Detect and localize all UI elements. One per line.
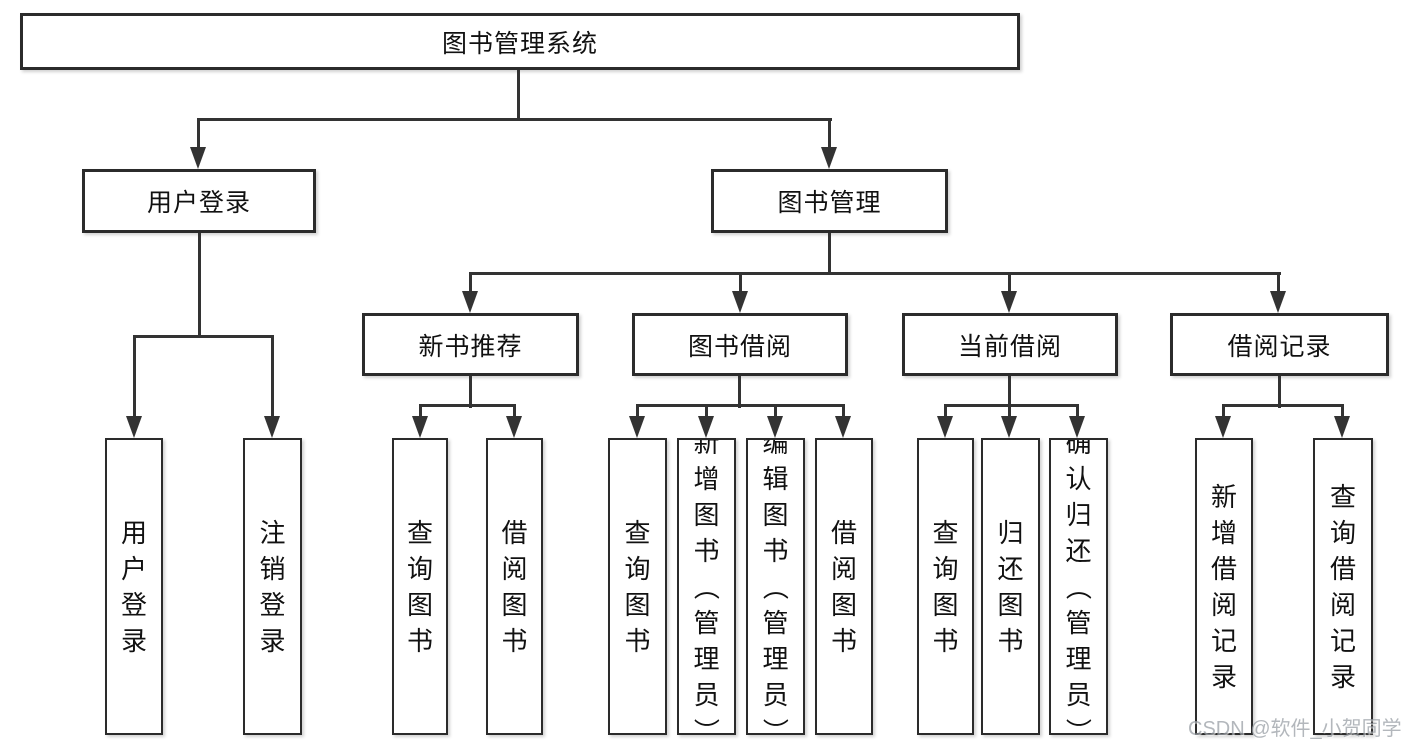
connector-user-login-hline xyxy=(133,335,274,338)
connector-book-borrow-stem xyxy=(738,376,741,408)
leaf-user-login: 用户登录 xyxy=(105,438,163,735)
connector-drop-edit-book xyxy=(774,404,777,418)
leaf-query-borrow-record: 查询借阅记录 xyxy=(1313,438,1373,735)
leaf-query-book-2-label: 查询图书 xyxy=(624,517,651,656)
connector-drop-add-record xyxy=(1222,404,1225,418)
connector-current-borrow-hline xyxy=(944,404,1079,407)
csdn-watermark: CSDN @软件_小贺同学 xyxy=(1188,718,1402,740)
leaf-query-book-2: 查询图书 xyxy=(608,438,667,735)
arrowhead-user-login xyxy=(190,147,206,169)
leaf-borrow-book-2: 借阅图书 xyxy=(815,438,873,735)
leaf-query-book-1-label: 查询图书 xyxy=(406,517,433,656)
node-borrow-record: 借阅记录 xyxy=(1170,313,1389,376)
connector-drop-query-book-1 xyxy=(419,404,422,418)
leaf-add-borrow-record: 新增借阅记录 xyxy=(1195,438,1253,735)
node-book-borrow: 图书借阅 xyxy=(632,313,848,376)
connector-drop-borrow-book-1 xyxy=(513,404,516,418)
connector-drop-current-borrow xyxy=(1008,272,1011,293)
node-new-book-recommend-label: 新书推荐 xyxy=(418,332,523,361)
connector-book-mgmt-stem xyxy=(828,233,831,274)
arrowhead-return-book xyxy=(1001,416,1017,438)
arrowhead-query-book-1 xyxy=(412,416,428,438)
arrowhead-add-book xyxy=(698,416,714,438)
connector-drop-add-book xyxy=(705,404,708,418)
connector-book-borrow-hline xyxy=(636,404,845,407)
connector-drop-leaf-logout xyxy=(271,335,274,418)
leaf-confirm-return-admin: 确认归还（管理员） xyxy=(1049,438,1108,735)
connector-new-book-hline xyxy=(419,404,516,407)
leaf-edit-book-admin-label: 编辑图书（管理员） xyxy=(760,440,791,733)
leaf-return-book-label: 归还图书 xyxy=(997,517,1024,656)
connector-drop-query-record xyxy=(1341,404,1344,418)
connector-user-login-stem xyxy=(198,233,201,337)
connector-drop-query-book-3 xyxy=(944,404,947,418)
leaf-borrow-book-2-label: 借阅图书 xyxy=(830,517,857,656)
leaf-query-borrow-record-label: 查询借阅记录 xyxy=(1329,481,1356,692)
leaf-confirm-return-admin-label: 确认归还（管理员） xyxy=(1063,440,1094,733)
connector-drop-return-book xyxy=(1008,404,1011,418)
leaf-borrow-book-1-label: 借阅图书 xyxy=(501,517,528,656)
arrowhead-current-borrow xyxy=(1001,291,1017,313)
arrowhead-borrow-record xyxy=(1270,291,1286,313)
connector-book-mgmt-hline xyxy=(469,272,1281,275)
connector-new-book-stem xyxy=(469,376,472,408)
leaf-user-login-label: 用户登录 xyxy=(120,517,147,656)
connector-current-borrow-stem xyxy=(1008,376,1011,408)
leaf-query-book-1: 查询图书 xyxy=(392,438,448,735)
connector-root-stem xyxy=(517,70,520,121)
connector-drop-borrow-record xyxy=(1277,272,1280,293)
arrowhead-query-record xyxy=(1334,416,1350,438)
node-current-borrow-label: 当前借阅 xyxy=(957,332,1062,361)
node-new-book-recommend: 新书推荐 xyxy=(362,313,579,376)
node-book-management: 图书管理 xyxy=(711,169,948,233)
connector-drop-new-book xyxy=(469,272,472,293)
connector-drop-leaf-login xyxy=(133,335,136,418)
leaf-query-book-3-label: 查询图书 xyxy=(932,517,959,656)
arrowhead-add-record xyxy=(1215,416,1231,438)
connector-drop-user-login xyxy=(197,118,200,148)
connector-borrow-record-stem xyxy=(1278,376,1281,408)
arrowhead-query-book-2 xyxy=(629,416,645,438)
leaf-return-book: 归还图书 xyxy=(981,438,1040,735)
connector-borrow-record-hline xyxy=(1222,404,1344,407)
arrowhead-edit-book xyxy=(767,416,783,438)
connector-drop-borrow-book-2 xyxy=(842,404,845,418)
leaf-add-book-admin: 新增图书（管理员） xyxy=(677,438,736,735)
leaf-borrow-book-1: 借阅图书 xyxy=(486,438,543,735)
node-book-borrow-label: 图书借阅 xyxy=(687,332,792,361)
node-user-login-label: 用户登录 xyxy=(146,189,251,217)
leaf-add-borrow-record-label: 新增借阅记录 xyxy=(1210,481,1237,692)
leaf-add-book-admin-label: 新增图书（管理员） xyxy=(691,440,722,733)
node-current-borrow: 当前借阅 xyxy=(902,313,1118,376)
node-borrow-record-label: 借阅记录 xyxy=(1227,332,1332,361)
arrowhead-borrow-book-2 xyxy=(835,416,851,438)
connector-drop-book-mgmt xyxy=(828,118,831,148)
leaf-edit-book-admin: 编辑图书（管理员） xyxy=(746,438,805,735)
arrowhead-leaf-login xyxy=(126,416,142,438)
connector-drop-book-borrow xyxy=(739,272,742,293)
leaf-query-book-3: 查询图书 xyxy=(917,438,974,735)
arrowhead-book-borrow xyxy=(732,291,748,313)
node-book-management-label: 图书管理 xyxy=(777,189,882,217)
node-user-login: 用户登录 xyxy=(82,169,316,233)
arrowhead-book-mgmt xyxy=(821,147,837,169)
connector-drop-query-book-2 xyxy=(636,404,639,418)
arrowhead-query-book-3 xyxy=(937,416,953,438)
arrowhead-confirm-return xyxy=(1069,416,1085,438)
connector-root-hline xyxy=(197,118,832,121)
leaf-logout-login-label: 注销登录 xyxy=(259,517,286,656)
connector-drop-confirm-return xyxy=(1076,404,1079,418)
node-root-label: 图书管理系统 xyxy=(441,29,598,58)
arrowhead-new-book xyxy=(462,291,478,313)
arrowhead-borrow-book-1 xyxy=(506,416,522,438)
leaf-logout-login: 注销登录 xyxy=(243,438,302,735)
arrowhead-leaf-logout xyxy=(264,416,280,438)
node-root-system: 图书管理系统 xyxy=(20,13,1020,70)
